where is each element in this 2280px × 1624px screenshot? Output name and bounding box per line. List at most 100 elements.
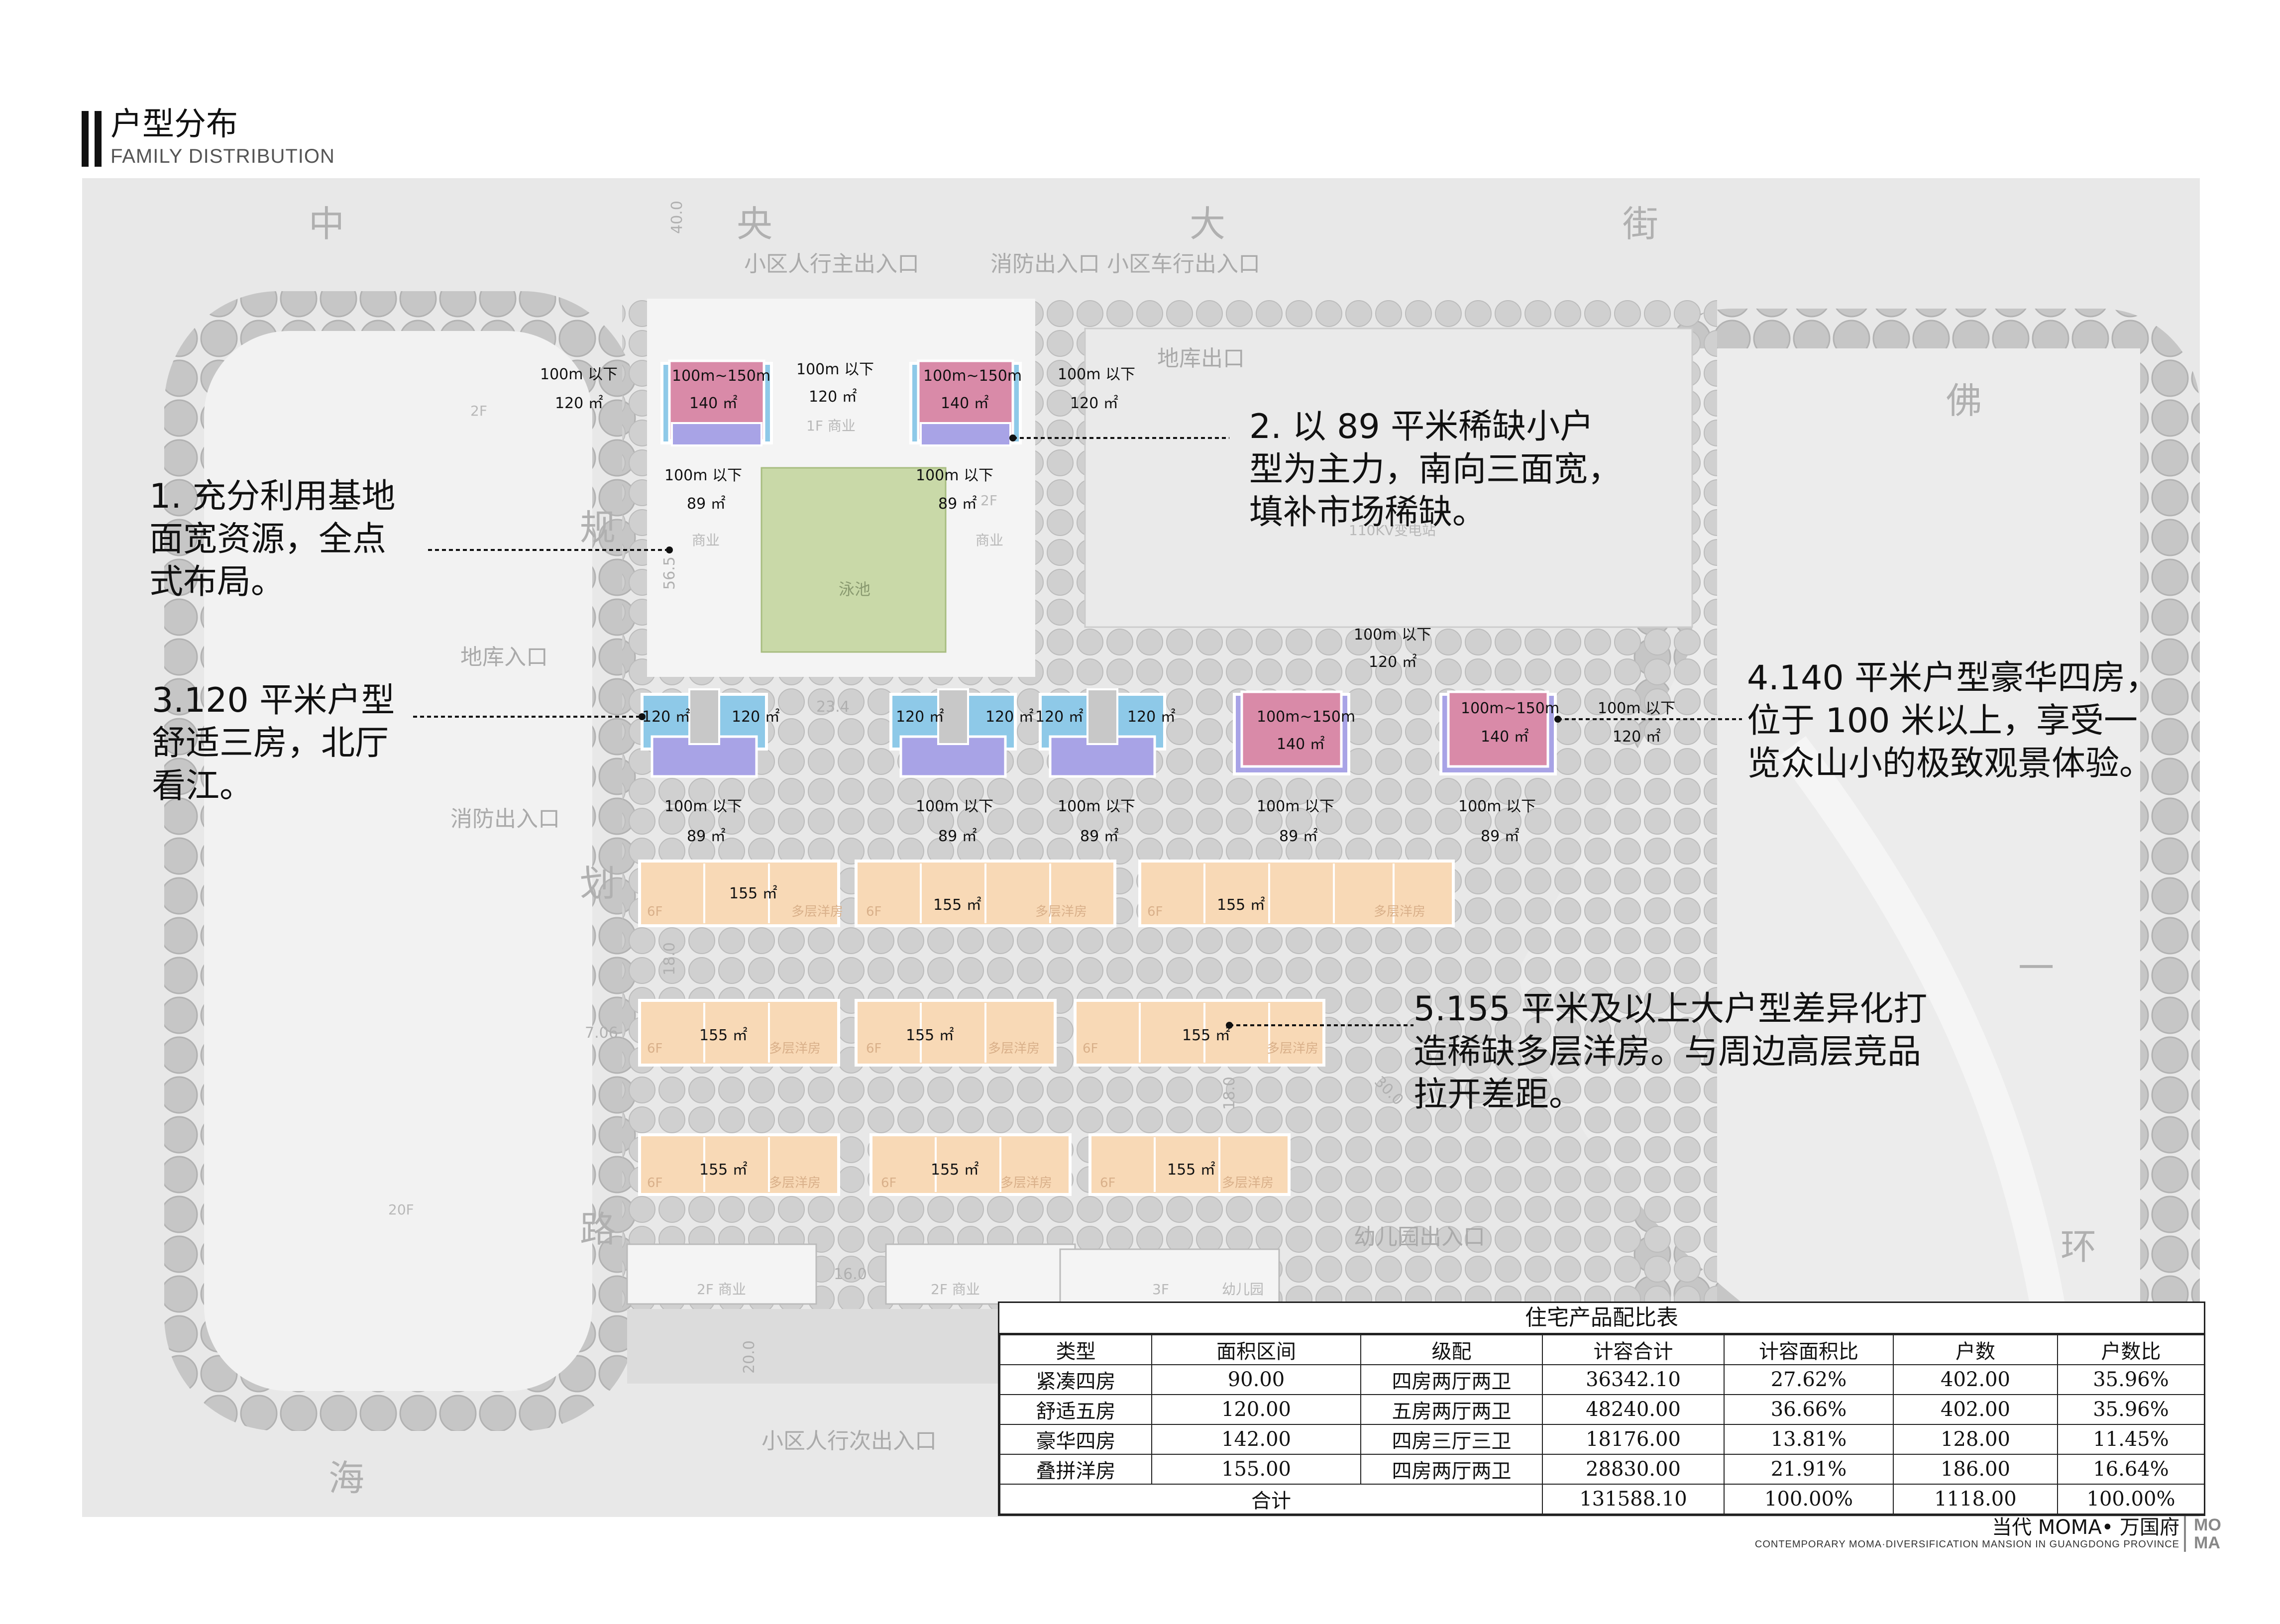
table-header: 类型: [999, 1334, 1152, 1365]
label-garage-entrance: 地库入口: [460, 645, 548, 670]
svg-text:多层洋房: 多层洋房: [988, 1041, 1040, 1056]
table-cell: 36342.10: [1542, 1364, 1725, 1395]
table-row: 豪华四房 142.00 四房三厅三卫 18176.00 13.81% 128.0…: [999, 1424, 2205, 1455]
svg-text:100m 以下: 100m 以下: [1458, 798, 1536, 815]
note-4-line-3: 览众山小的极致观景体验。: [1747, 744, 2154, 783]
table-cell: 四房两厅两卫: [1360, 1364, 1543, 1395]
kindergarten-block: [1059, 1248, 1280, 1310]
svg-text:100m~150m: 100m~150m: [923, 367, 1022, 385]
dim-40: 40.0: [668, 201, 686, 234]
table-header: 面积区间: [1151, 1334, 1361, 1365]
note-5-line-2: 造稀缺多层洋房。与周边高层竞品: [1413, 1032, 1922, 1072]
label-commercial-1f: 1F 商业: [806, 418, 856, 434]
svg-text:140 ㎡: 140 ㎡: [1481, 728, 1529, 746]
table-cell: 18176.00: [1542, 1424, 1725, 1455]
note-2-line-2: 型为主力，南向三面宽，: [1249, 450, 1622, 489]
svg-text:多层洋房: 多层洋房: [1222, 1176, 1274, 1191]
tower-m5: [1439, 690, 1557, 775]
table-cell: 35.96%: [2057, 1394, 2205, 1425]
svg-text:多层洋房: 多层洋房: [791, 904, 843, 919]
label-garage-exit: 地库出口: [1157, 346, 1245, 371]
svg-text:100m 以下: 100m 以下: [1058, 798, 1135, 815]
table-cell: 128.00: [1893, 1424, 2058, 1455]
svg-text:89 ㎡: 89 ㎡: [938, 495, 977, 513]
table-cell: 舒适五房: [999, 1394, 1152, 1425]
table-total-units: 1118.00: [1893, 1484, 2058, 1515]
dim-20: 20.0: [741, 1340, 758, 1374]
svg-text:6F: 6F: [647, 1176, 663, 1191]
table-cell: 紧凑四房: [999, 1364, 1152, 1395]
note-4-line-2: 位于 100 米以上，享受一: [1747, 701, 2138, 741]
svg-text:6F: 6F: [1100, 1176, 1116, 1191]
svg-text:155 ㎡: 155 ㎡: [1167, 1161, 1215, 1179]
svg-text:多层洋房: 多层洋房: [1374, 904, 1425, 919]
substation-block: [1084, 327, 1693, 628]
svg-text:140 ㎡: 140 ㎡: [1277, 736, 1325, 753]
tower-m4: [1233, 690, 1350, 775]
table-row: 舒适五房 120.00 五房两厅两卫 48240.00 36.66% 402.0…: [999, 1394, 2205, 1425]
note-4: 4.140 平米户型豪华四房， 位于 100 米以上，享受一 览众山小的极致观景…: [1747, 657, 2159, 785]
tower-n1: [660, 359, 773, 446]
svg-text:155 ㎡: 155 ㎡: [1217, 896, 1265, 914]
label-fire-vehicle-entrance: 消防出入口 小区车行出入口: [990, 251, 1260, 277]
svg-text:140 ㎡: 140 ㎡: [941, 395, 989, 412]
note-1-line-3: 式布局。: [149, 562, 285, 602]
note-5: 5.155 平米及以上大户型差异化打 造稀缺多层洋房。与周边高层竞品 拉开差距。: [1413, 988, 1927, 1116]
product-table: 住宅产品配比表 类型 面积区间 级配 计容合计 计容面积比 户数 户数比 紧凑四…: [998, 1301, 2205, 1516]
table-cell: 90.00: [1151, 1364, 1361, 1395]
label-3f: 3F: [1152, 1281, 1169, 1298]
svg-text:多层洋房: 多层洋房: [1267, 1041, 1318, 1056]
note-1: 1. 充分利用基地 面宽资源，全点 式布局。: [149, 475, 396, 604]
table-total-unit-ratio: 100.00%: [2057, 1484, 2205, 1515]
road-west-char-3: 路: [580, 1208, 616, 1250]
label-ped-main-entrance: 小区人行主出入口: [744, 251, 919, 277]
note-3-line-1: 3.120 平米户型: [152, 681, 395, 720]
table-cell: 155.00: [1151, 1454, 1361, 1485]
table-header: 计容合计: [1542, 1334, 1725, 1365]
svg-text:100m 以下: 100m 以下: [1058, 366, 1135, 383]
tower-m1: [641, 688, 768, 778]
moma-logo-top: MO: [2194, 1516, 2221, 1534]
road-east-char-3: 环: [2061, 1226, 2096, 1268]
table-total-gfa: 131588.10: [1542, 1484, 1725, 1515]
pool: [760, 467, 947, 653]
road-east-char-2: 一: [2018, 947, 2054, 989]
svg-text:89 ㎡: 89 ㎡: [938, 828, 977, 845]
svg-text:6F: 6F: [1083, 1041, 1098, 1056]
svg-text:6F: 6F: [647, 904, 663, 919]
dim-18: 18.0: [661, 942, 678, 975]
parking-strip: [627, 1309, 1005, 1384]
label-kindergarten-entrance: 幼儿园出入口: [1354, 1224, 1485, 1250]
table-cell: 28830.00: [1542, 1454, 1725, 1485]
svg-text:120 ㎡: 120 ㎡: [1369, 653, 1417, 671]
note-5-line-3: 拉开差距。: [1413, 1075, 1583, 1114]
svg-text:120 ㎡: 120 ㎡: [1127, 708, 1176, 726]
dim-18-b: 18.0: [1221, 1077, 1238, 1110]
label-kindergarten: 幼儿园: [1222, 1281, 1264, 1298]
svg-text:120 ㎡: 120 ㎡: [732, 708, 780, 726]
dim-7-06: 7.06: [585, 1024, 618, 1042]
svg-text:6F: 6F: [881, 1176, 897, 1191]
table-cell: 21.91%: [1724, 1454, 1894, 1485]
svg-text:100m 以下: 100m 以下: [540, 366, 618, 383]
note-2-line-3: 填补市场稀缺。: [1249, 493, 1487, 532]
svg-text:多层洋房: 多层洋房: [1035, 904, 1087, 919]
svg-text:120 ㎡: 120 ㎡: [896, 708, 944, 726]
svg-text:140 ㎡: 140 ㎡: [689, 395, 738, 412]
svg-text:6F: 6F: [866, 1041, 882, 1056]
villa-floor-labels: 6F 多层洋房 6F 多层洋房 6F 多层洋房 6F 多层洋房 6F 多层洋房 6F 多层洋…: [647, 904, 1425, 1191]
table-cell: 186.00: [1893, 1454, 2058, 1485]
svg-text:120 ㎡: 120 ㎡: [1035, 708, 1084, 726]
dim-16: 16.0: [834, 1266, 867, 1283]
road-west-char-1: 规: [580, 507, 616, 548]
table-header: 户数: [1893, 1334, 2058, 1365]
svg-text:6F: 6F: [647, 1041, 663, 1056]
table-cell: 27.62%: [1724, 1364, 1894, 1395]
svg-text:120 ㎡: 120 ㎡: [1070, 395, 1118, 412]
svg-text:155 ㎡: 155 ㎡: [699, 1027, 748, 1044]
table-cell: 402.00: [1893, 1394, 2058, 1425]
label-substation: 110KV变电站: [1349, 522, 1436, 539]
table-total-row: 合计 131588.10 100.00% 1118.00 100.00%: [999, 1484, 2205, 1515]
table-header: 级配: [1360, 1334, 1543, 1365]
road-north-char-3: 大: [1190, 203, 1225, 245]
